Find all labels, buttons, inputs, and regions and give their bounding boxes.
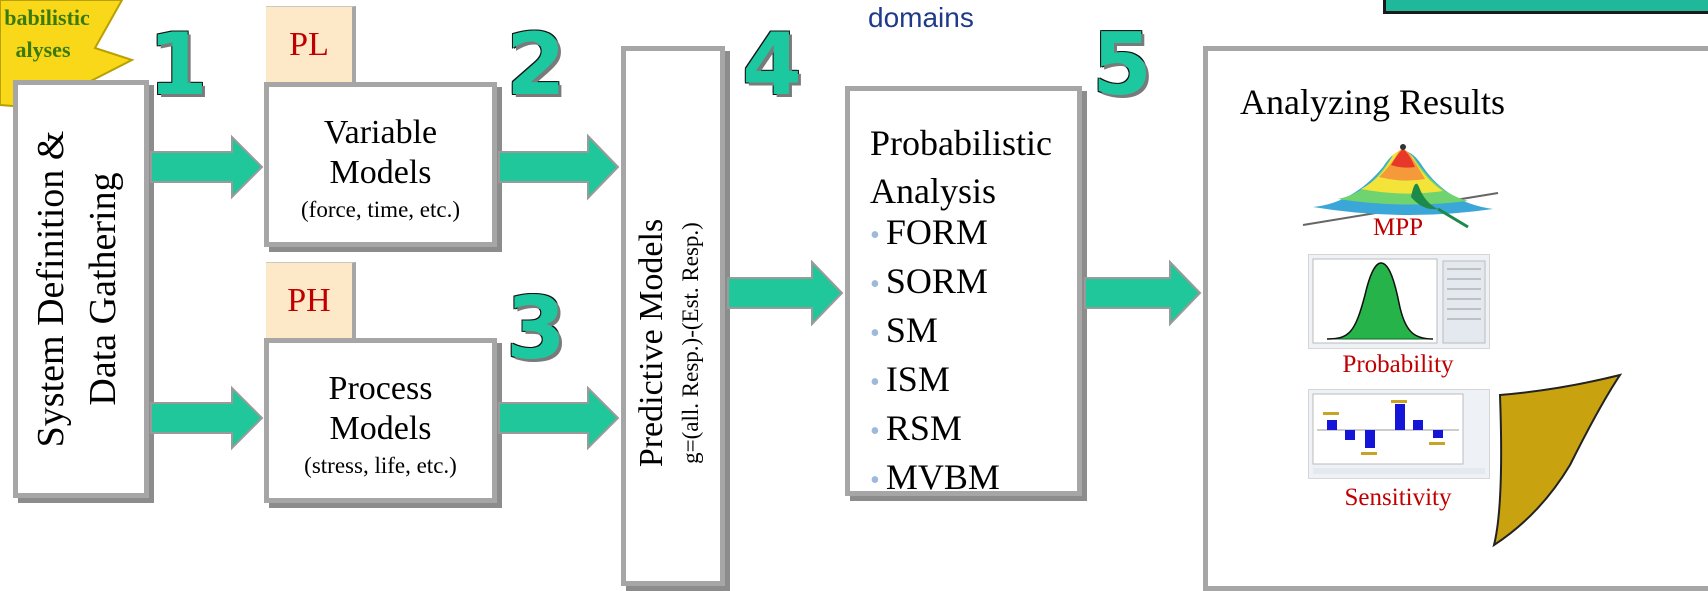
method-form: •FORM [870,208,988,260]
probabilistic-analysis-line1: Probabilistic [870,123,1052,163]
step-number-2: 2 [506,15,566,115]
variable-models-text: Variable Models (force, time, etc.) [269,113,492,227]
sensitivity-chart-image [1308,389,1490,479]
process-models-line1: Process [328,370,433,407]
domains-label: domains [868,2,974,33]
probabilistic-analysis-line2: Analysis [870,171,996,211]
method-label: SORM [885,261,988,301]
analyzing-results-box: Analyzing Results MPP Probability [1203,46,1708,591]
process-models-line2: Models [329,410,432,447]
callout-line1: babilistic [4,5,90,30]
callout-text: babilistic alyses [0,2,100,66]
predictive-models-box: Predictive Models g=(all. Resp.)-(Est. R… [621,46,725,586]
arrow-process-to-predictive [498,385,620,451]
variable-models-box: Variable Models (force, time, etc.) [264,82,497,247]
step-number-1: 1 [148,15,208,115]
bullet-icon: • [870,416,880,447]
bullet-icon: • [870,318,880,349]
method-label: ISM [885,359,950,399]
callout-line2: alyses [15,37,71,62]
bullet-icon: • [870,465,880,496]
method-rsm: •RSM [870,404,962,456]
system-definition-box: System Definition & Data Gathering [13,80,149,498]
step-number-3: 3 [506,279,566,379]
top-right-panel [1383,0,1708,14]
arrow-analysis-to-results [1084,259,1202,327]
variable-models-line1: Variable [323,114,438,151]
method-ism: •ISM [870,355,950,407]
step-number-4: 4 [742,15,802,115]
variable-models-detail: (force, time, etc.) [301,197,460,222]
probability-histogram [1312,258,1486,344]
gold-curl-shape [1492,373,1623,548]
bullet-icon: • [870,367,880,398]
process-models-tag: PH [266,262,356,338]
arrow-system-to-process [150,385,264,451]
method-sm: •SM [870,306,938,358]
sensitivity-bars [1312,393,1485,474]
method-label: FORM [885,212,988,252]
process-models-box: Process Models (stress, life, etc.) [264,338,497,503]
probabilistic-analysis-heading: Probabilistic Analysis [870,119,1052,215]
method-label: MVBM [885,457,1000,497]
probabilistic-analysis-box: Probabilistic Analysis •FORM •SORM •SM •… [845,86,1082,497]
method-mvbm: •MVBM [870,453,1000,505]
bullet-icon: • [870,220,880,251]
variable-models-tag: PL [266,6,356,82]
process-models-text: Process Models (stress, life, etc.) [269,369,492,483]
process-models-detail: (stress, life, etc.) [304,453,457,478]
arrow-variable-to-predictive [498,133,620,201]
mpp-caption: MPP [1372,214,1424,241]
sensitivity-caption: Sensitivity [1344,484,1452,511]
probability-caption: Probability [1342,351,1454,378]
arrow-system-to-variable [150,134,264,200]
variable-models-line2: Models [329,154,432,191]
method-label: RSM [885,408,962,448]
method-label: SM [885,310,938,350]
method-sorm: •SORM [870,257,988,309]
probability-chart-image [1308,254,1490,349]
mpp-surface-image [1302,144,1499,229]
analyzing-results-title: Analyzing Results [1240,82,1505,122]
step-number-5: 5 [1092,15,1152,115]
arrow-predictive-to-analysis [727,259,844,327]
bullet-icon: • [870,269,880,300]
